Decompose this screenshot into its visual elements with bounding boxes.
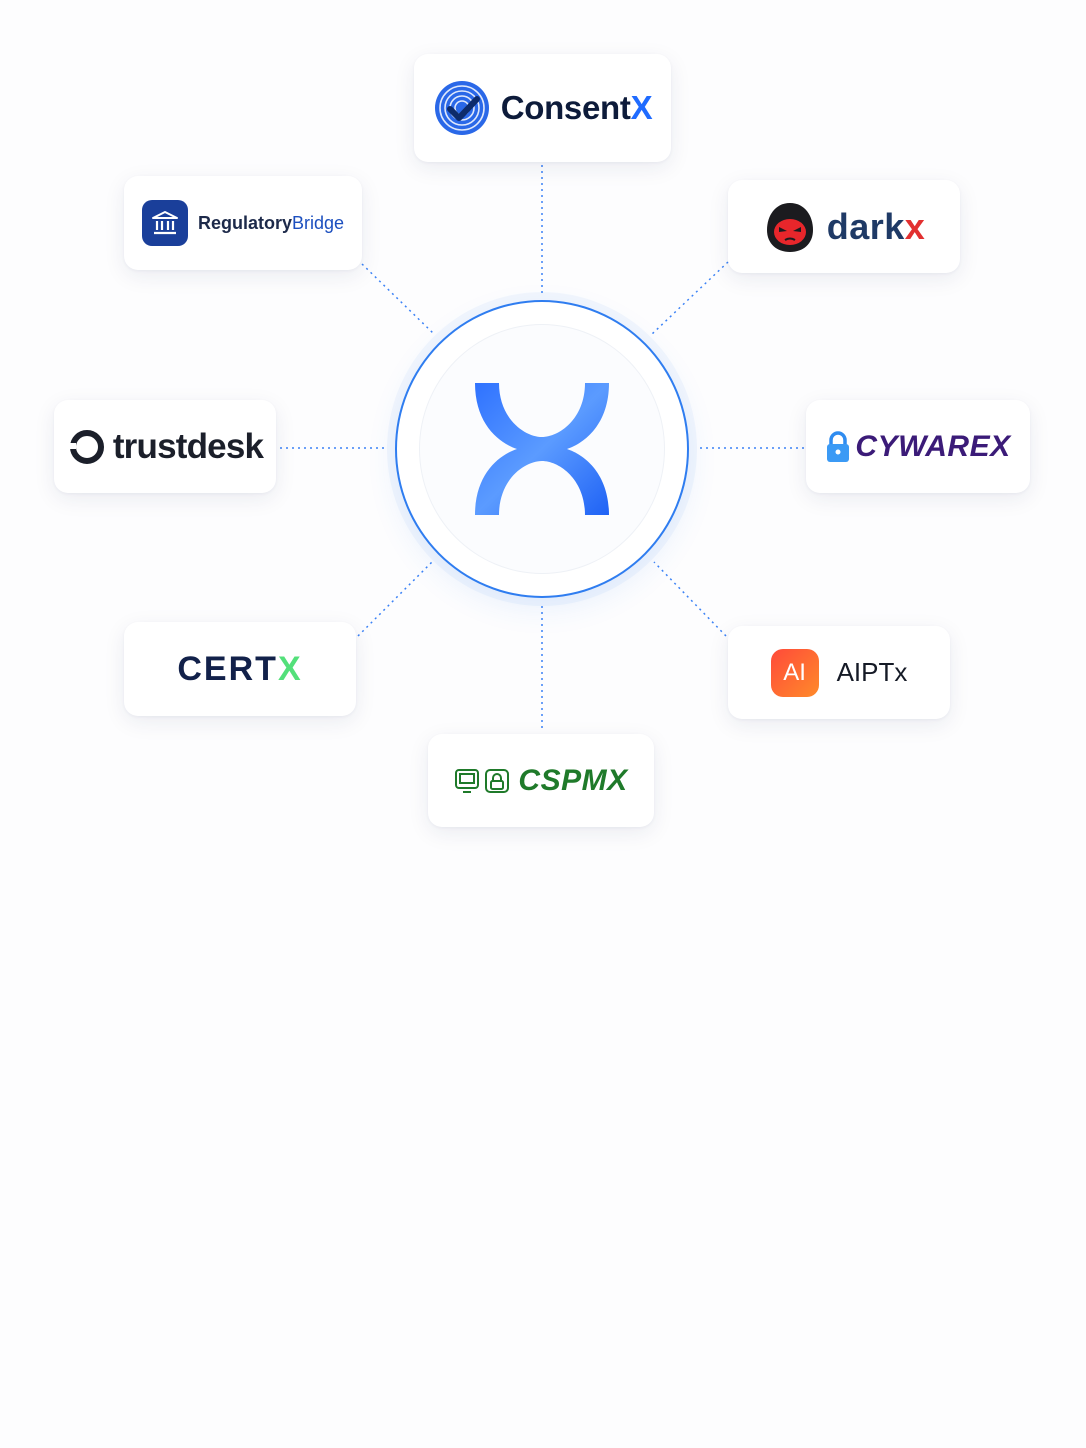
hooded-hacker-icon xyxy=(766,202,813,252)
connector-certx xyxy=(357,561,433,637)
partner-card-regulatorybridge[interactable]: RegulatoryBridge xyxy=(124,176,362,270)
x-brand-icon xyxy=(475,383,609,515)
partner-card-trustdesk[interactable]: trustdesk xyxy=(54,400,276,493)
partner-card-cspmx[interactable]: CSPMX xyxy=(428,734,654,827)
padlock-icon xyxy=(827,430,850,462)
bank-building-icon xyxy=(141,200,188,246)
central-hub-inner xyxy=(419,324,665,574)
regulatorybridge-logo-text: RegulatoryBridge xyxy=(197,212,345,233)
partner-card-consentx[interactable]: ConsentX xyxy=(414,54,671,162)
partner-card-darkx[interactable]: darkx xyxy=(728,180,960,273)
fingerprint-check-icon xyxy=(434,81,489,135)
partner-card-aiptx[interactable]: AI AIPTx xyxy=(728,626,950,719)
aiptx-logo-text: AIPTx xyxy=(836,657,908,687)
partner-card-cywarex[interactable]: CYWAREX xyxy=(806,400,1030,493)
partner-card-certx[interactable]: CERTX xyxy=(124,622,356,716)
connector-darkx xyxy=(651,261,729,335)
connector-aiptx xyxy=(653,561,727,637)
monitor-lock-icon xyxy=(455,768,510,793)
trustdesk-logo-text: trustdesk xyxy=(112,426,264,466)
certx-logo-text: CERTX xyxy=(177,649,303,688)
darkx-logo-text: darkx xyxy=(826,205,926,247)
cspmx-logo-text: CSPMX xyxy=(518,763,628,797)
ring-icon xyxy=(69,429,104,464)
connector-regulatorybridge xyxy=(361,263,435,335)
ai-badge-icon: AI xyxy=(770,648,819,697)
central-hub[interactable] xyxy=(395,300,689,598)
cywarex-logo-text: CYWAREX xyxy=(855,429,1011,463)
consentx-logo-text: ConsentX xyxy=(500,89,653,126)
